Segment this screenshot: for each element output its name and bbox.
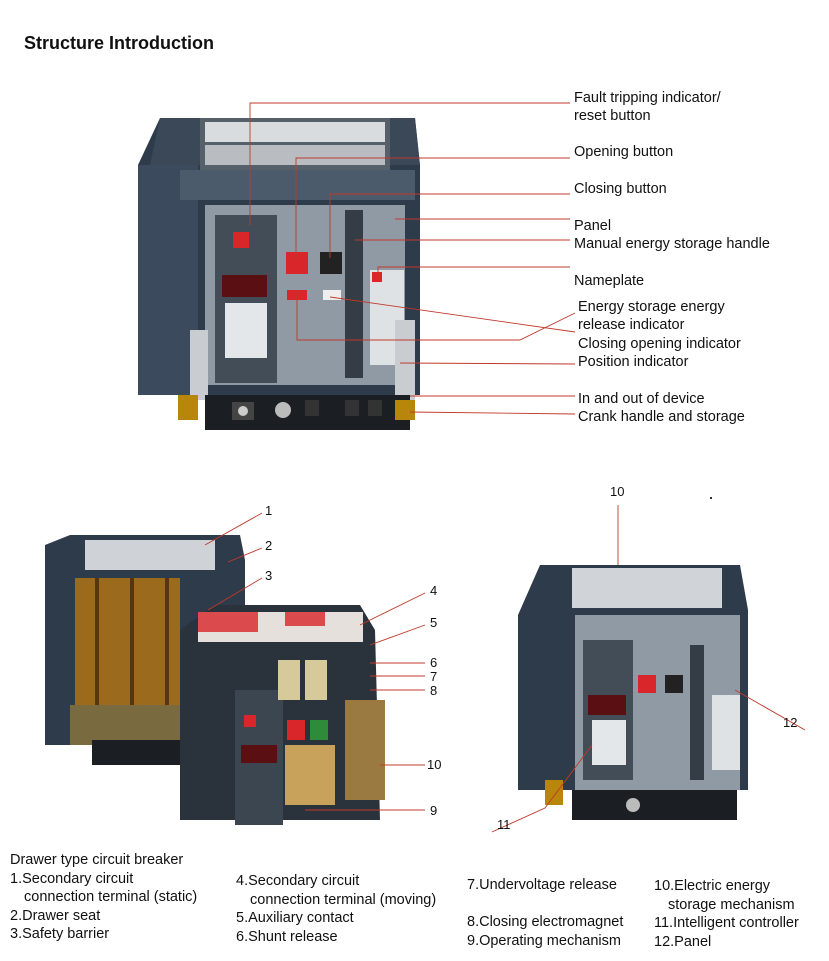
label-number: 10 <box>427 757 442 772</box>
legend-item: storage mechanism <box>668 896 795 913</box>
legend-item: 10.Electric energy <box>654 878 771 894</box>
legend-item: 3.Safety barrier <box>10 926 110 942</box>
main-breaker-image <box>138 118 420 430</box>
callout-position-indicator: Position indicator <box>578 354 689 370</box>
page-title: Structure Introduction <box>24 33 214 53</box>
legend-item: 6.Shunt release <box>236 928 338 945</box>
drawer-exploded-image <box>45 535 385 825</box>
callout-closing-button: Closing button <box>574 181 667 197</box>
legend-item: 5.Auxiliary contact <box>236 910 354 926</box>
label-number: 5 <box>430 615 438 630</box>
legend-column-2: 4.Secondary circuit connection terminal … <box>236 872 436 946</box>
legend-heading: Drawer type circuit breaker <box>10 852 184 868</box>
callout-panel: Panel <box>574 218 612 234</box>
bottom-leader-lines <box>204 505 806 833</box>
label-number: 11 <box>497 817 511 832</box>
callout-nameplate: Nameplate <box>574 273 645 289</box>
top-leader-lines <box>249 102 576 415</box>
callout-opening-button: Opening button <box>574 144 674 160</box>
label-number: 8 <box>430 683 438 698</box>
callout-energy-storage-indicator: Energy storage energy release indicator <box>578 299 725 333</box>
legend-item: connection terminal (moving) <box>250 891 437 908</box>
legend-item: 7.Undervoltage release <box>467 877 617 893</box>
callout-closing-opening-indicator: Closing opening indicator <box>578 336 741 352</box>
callout-manual-handle: Manual energy storage handle <box>574 236 770 252</box>
label-number: 6 <box>430 655 438 670</box>
legend-item: 2.Drawer seat <box>10 907 101 924</box>
legend-item: 4.Secondary circuit <box>236 873 360 889</box>
label-number: 7 <box>430 669 438 684</box>
label-number: 12 <box>783 715 798 730</box>
label-number: 4 <box>430 583 438 598</box>
label-number: 1 <box>265 503 273 518</box>
label-number: 2 <box>265 538 273 553</box>
legend-column-1: Drawer type circuit breaker 1.Secondary … <box>10 851 197 944</box>
callout-crank-handle: Crank handle and storage <box>578 409 745 425</box>
legend-column-4: 10.Electric energy storage mechanism 11.… <box>654 877 799 951</box>
legend-column-3: 7.Undervoltage release 8.Closing electro… <box>467 876 623 950</box>
label-number: 10 <box>610 484 625 499</box>
legend-item: 1.Secondary circuit <box>10 870 134 887</box>
label-number: 9 <box>430 803 438 818</box>
legend-item: 11.Intelligent controller <box>654 915 799 931</box>
callout-in-out-device: In and out of device <box>578 391 705 407</box>
callout-fault-tripping: Fault tripping indicator/ reset button <box>574 90 721 124</box>
legend-item: 9.Operating mechanism <box>467 932 621 949</box>
legend-item: 12.Panel <box>654 933 712 950</box>
legend-item: 8.Closing electromagnet <box>467 914 624 930</box>
drawer-front-image <box>518 565 748 820</box>
legend-item: connection terminal (static) <box>24 889 198 905</box>
label-number: 3 <box>265 568 273 583</box>
